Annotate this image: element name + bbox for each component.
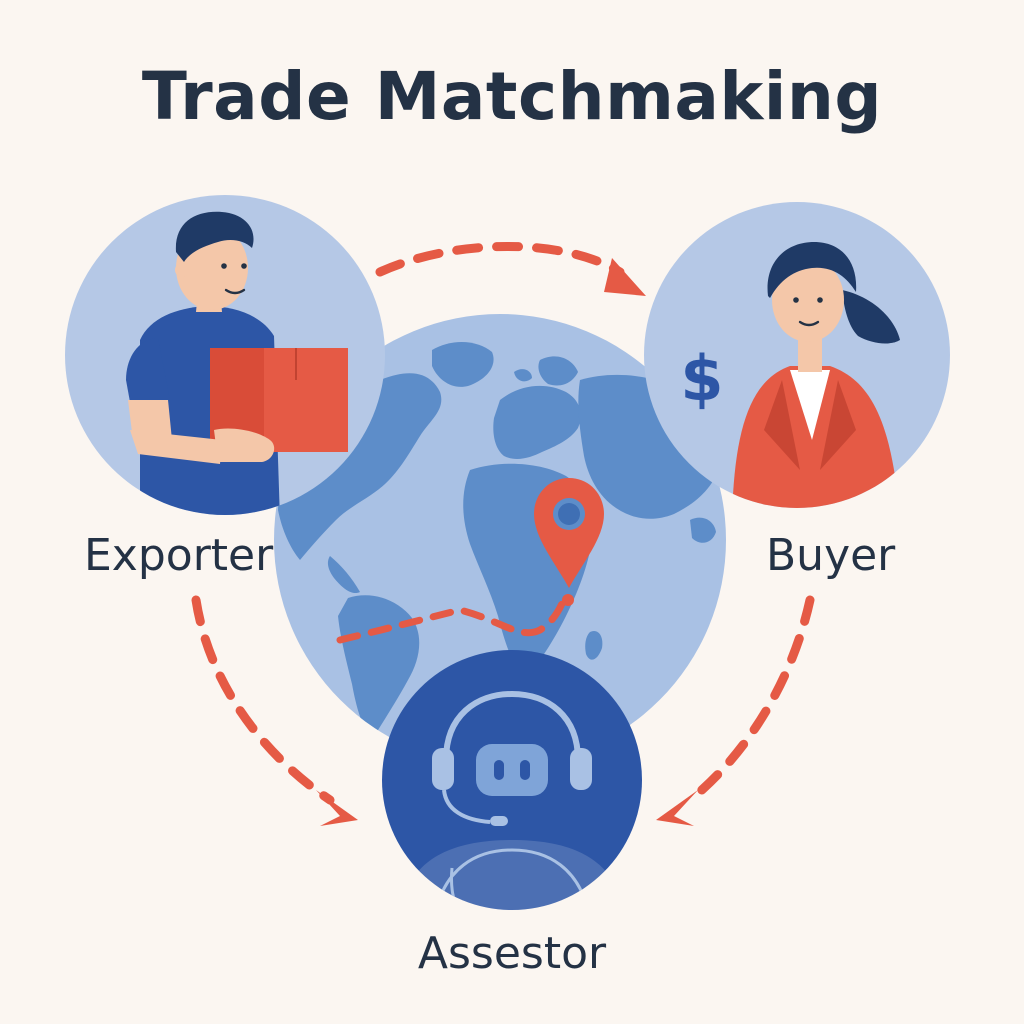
exporter-node [65,195,385,515]
assestor-node [382,650,642,910]
arrow-buyer-to-assestor [685,595,815,805]
connector-arrows [191,242,815,805]
arrowhead-buyer [604,258,646,296]
arrowheads [316,258,698,826]
buyer-node: $ [644,202,950,508]
trade-route-line [336,590,570,644]
person-holding-box-icon [126,211,348,515]
arrow-exporter-to-assestor [191,595,335,805]
arrowhead-assestor-left [316,790,358,826]
dollar-icon: $ [680,342,723,415]
page-title: Trade Matchmaking [141,58,883,135]
buyer-label: Buyer [766,530,896,581]
arrowhead-assestor-right [656,790,698,826]
location-pin-icon [534,478,604,606]
arrow-exporter-to-buyer [375,242,625,277]
person-with-dollar-icon [732,242,900,508]
robot-headset-icon [400,690,624,910]
exporter-label: Exporter [84,530,274,581]
assestor-label: Assestor [417,928,607,979]
